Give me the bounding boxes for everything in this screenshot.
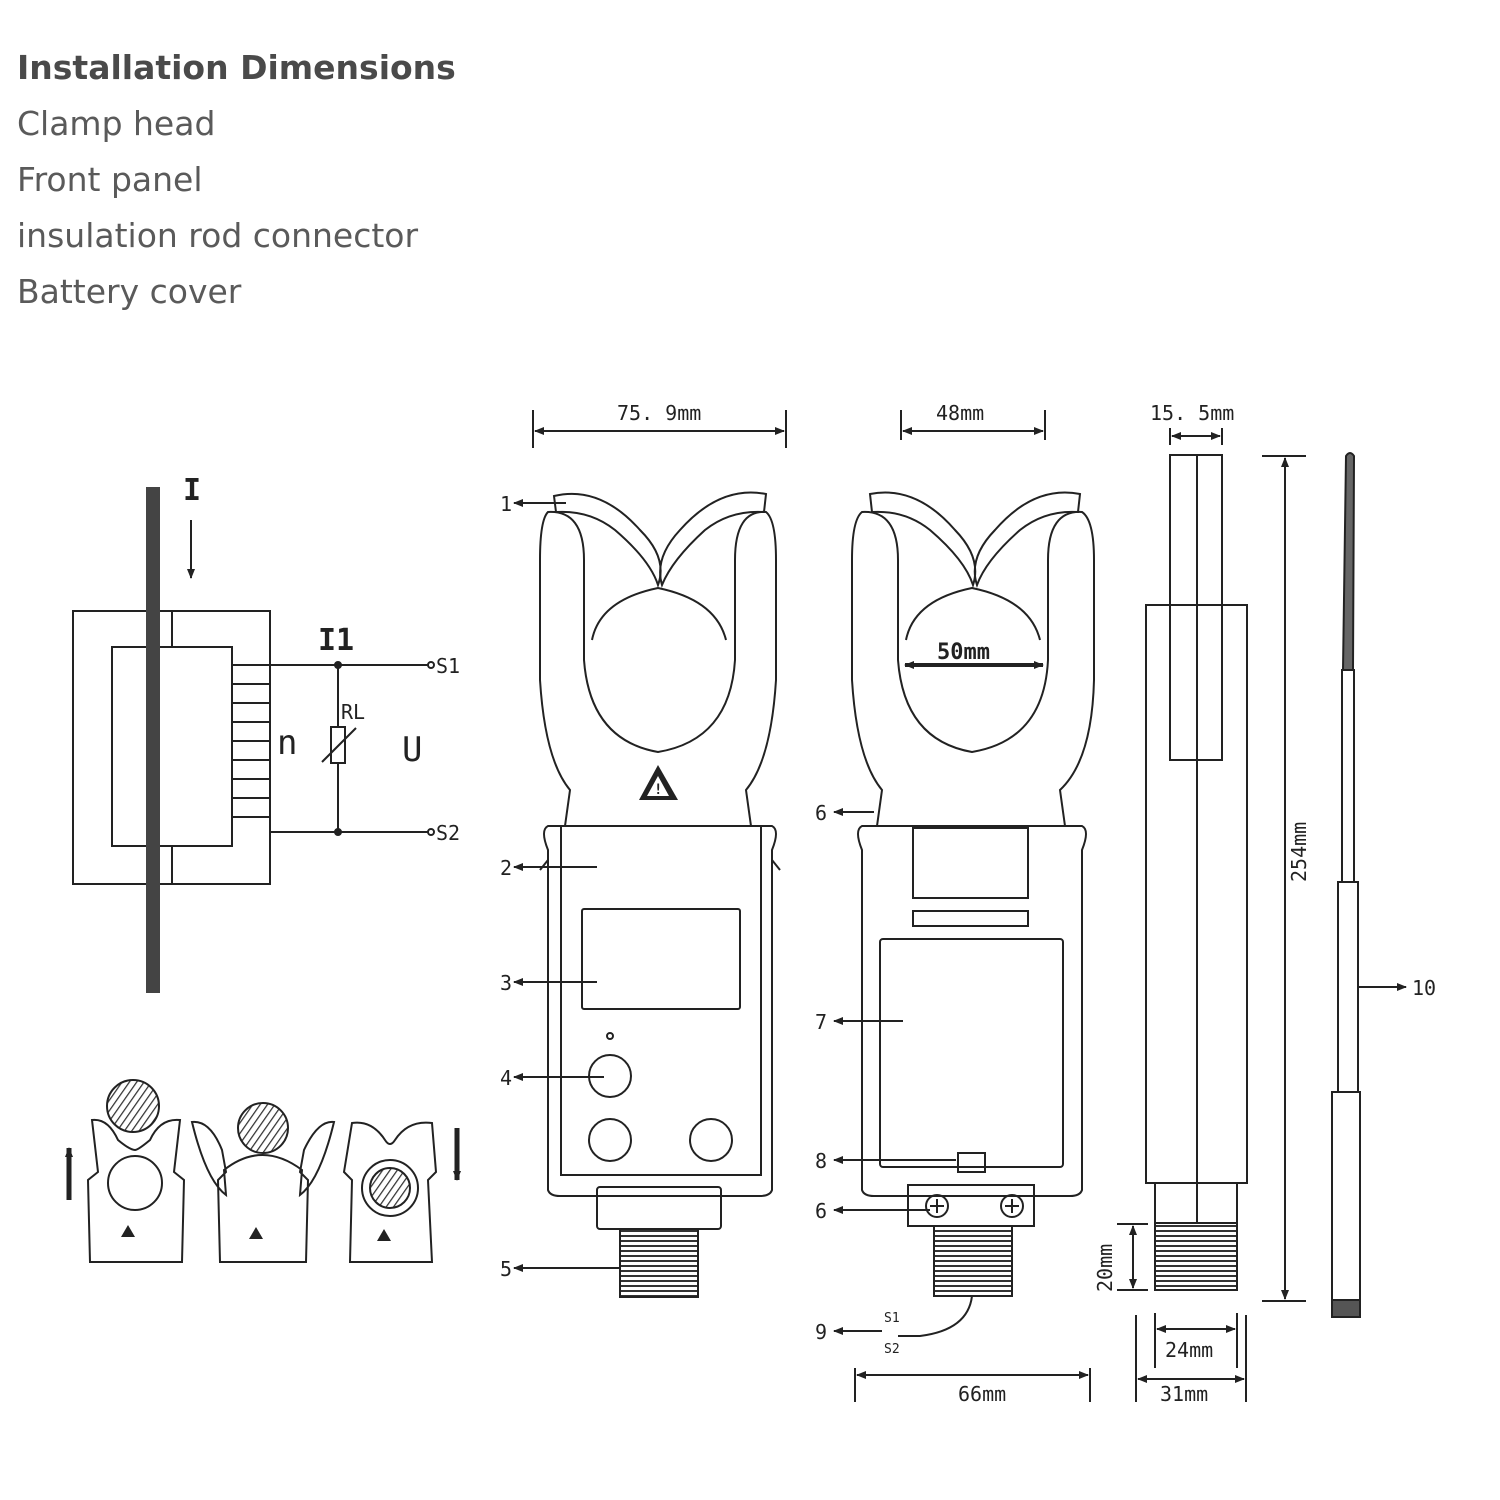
terminal-s1: S1 bbox=[436, 654, 460, 678]
dimension-lines bbox=[532, 410, 1306, 1402]
current-label: I bbox=[183, 473, 201, 508]
warning-mark: ! bbox=[654, 782, 662, 798]
secondary-current-label: I1 bbox=[318, 623, 354, 658]
side-view bbox=[1145, 454, 1248, 1291]
callout-4: 4 bbox=[500, 1066, 512, 1090]
callout-7: 7 bbox=[815, 1010, 827, 1034]
warning-icon-inner bbox=[647, 776, 669, 796]
thickness-label: 15. 5mm bbox=[1150, 401, 1234, 425]
callout-6-top: 6 bbox=[815, 801, 827, 825]
turns-label: n bbox=[277, 723, 297, 763]
transformer-schematic bbox=[72, 610, 435, 885]
callout-8: 8 bbox=[815, 1149, 827, 1173]
callout-10: 10 bbox=[1412, 976, 1436, 1000]
callout-6-bottom: 6 bbox=[815, 1199, 827, 1223]
voltage-label: U bbox=[402, 730, 422, 770]
legend-item-front-panel: Front panel bbox=[17, 160, 203, 199]
legend-title: Installation Dimensions bbox=[17, 48, 456, 87]
back-view bbox=[851, 491, 1095, 1337]
callout-2: 2 bbox=[500, 856, 512, 880]
terminal-s2: S2 bbox=[436, 821, 460, 845]
callout-1: 1 bbox=[500, 492, 512, 516]
legend: Installation Dimensions Clamp head Front… bbox=[17, 40, 456, 320]
callout-arrows bbox=[513, 499, 1407, 1335]
front-view bbox=[539, 491, 781, 1298]
legend-item-rod-connector: insulation rod connector bbox=[17, 216, 419, 255]
callout-5: 5 bbox=[500, 1257, 512, 1281]
legend-item-clamp-head: Clamp head bbox=[17, 104, 216, 143]
jaw-opening-label: 50mm bbox=[937, 640, 990, 665]
connector-height-label: 20mm bbox=[1093, 1244, 1117, 1292]
total-length-label: 254mm bbox=[1287, 822, 1311, 882]
side-width-label: 31mm bbox=[1160, 1382, 1208, 1406]
inner-width-label: 48mm bbox=[936, 401, 984, 425]
clamp-operation-sketches bbox=[86, 1079, 438, 1263]
primary-conductor bbox=[146, 487, 160, 993]
cable-label-s2: S2 bbox=[884, 1342, 900, 1357]
legend-item-battery-cover: Battery cover bbox=[17, 272, 242, 311]
insulation-rod bbox=[1331, 452, 1361, 1318]
resistor-label: RL bbox=[341, 700, 365, 724]
callout-3: 3 bbox=[500, 971, 512, 995]
cable-label-s1: S1 bbox=[884, 1311, 900, 1326]
callout-numbers: 1 2 3 4 5 6 7 8 6 9 10 bbox=[500, 492, 1436, 1344]
callout-9: 9 bbox=[815, 1320, 827, 1344]
back-width-label: 66mm bbox=[958, 1382, 1006, 1406]
connector-width-label: 24mm bbox=[1165, 1338, 1213, 1362]
clamp-width-label: 75. 9mm bbox=[617, 401, 701, 425]
